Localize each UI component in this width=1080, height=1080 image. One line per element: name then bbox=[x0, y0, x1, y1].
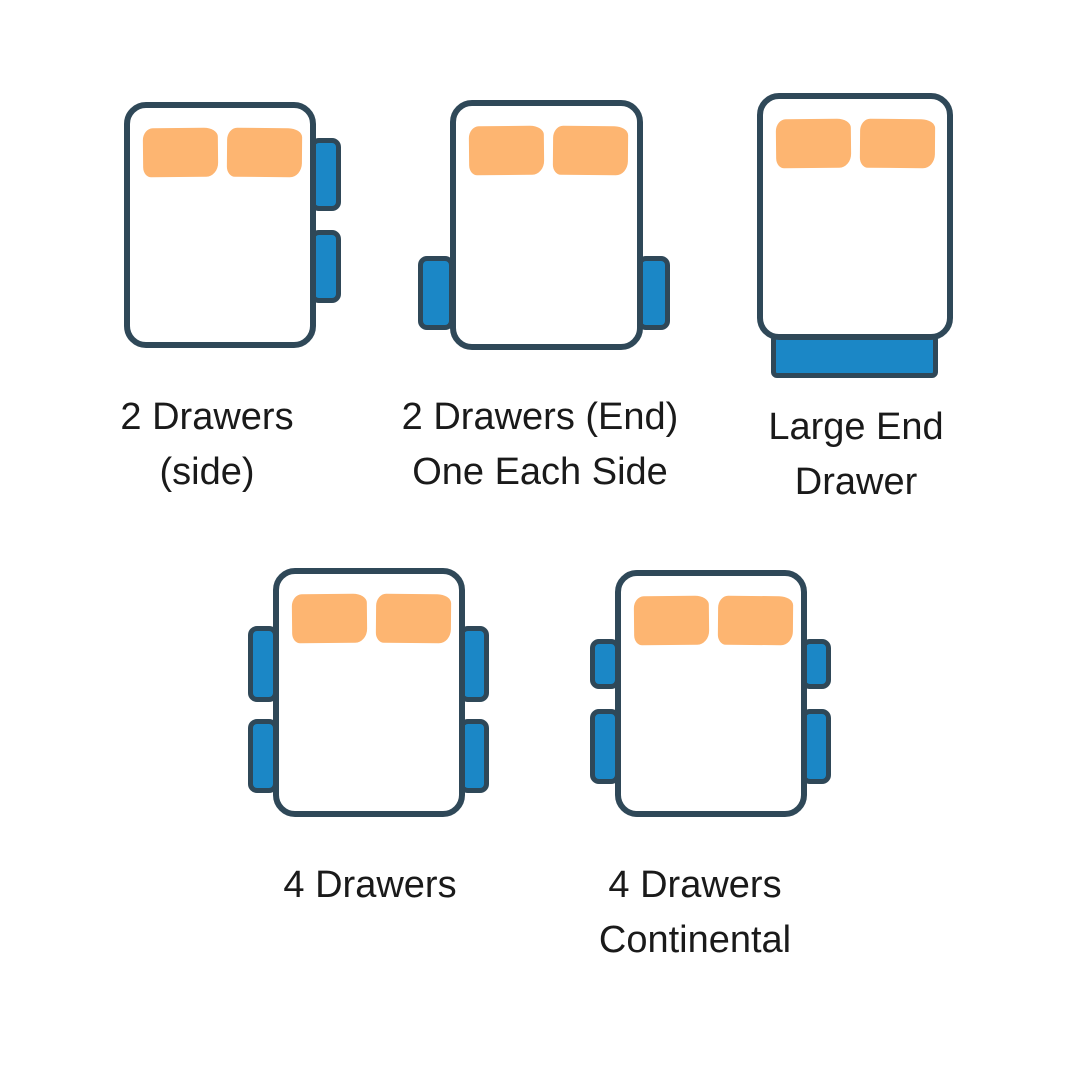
figure-label: Large End Drawer bbox=[696, 400, 1016, 510]
figure-label: 2 Drawers (End) One Each Side bbox=[380, 390, 700, 500]
pillow-icon bbox=[468, 125, 545, 176]
drawer-icon bbox=[771, 334, 938, 378]
figure-label-line: (side) bbox=[159, 451, 255, 493]
figure-label-line: 4 Drawers bbox=[283, 864, 457, 906]
pillow-icon bbox=[775, 118, 852, 169]
pillow-icon bbox=[291, 593, 368, 644]
figure-label-line: 2 Drawers bbox=[120, 396, 294, 438]
figure-label: 4 Drawers bbox=[210, 858, 530, 913]
pillow-icon bbox=[633, 595, 710, 646]
bed-icon bbox=[615, 570, 807, 817]
bed-icon bbox=[273, 568, 465, 817]
figure-label-line: Drawer bbox=[794, 461, 918, 503]
bed-icon bbox=[757, 93, 953, 340]
pillow-icon bbox=[226, 127, 303, 178]
figure-label-line: 2 Drawers (End) bbox=[401, 396, 679, 438]
figure-label-line: One Each Side bbox=[412, 451, 668, 493]
bed-icon bbox=[450, 100, 643, 350]
figure-label-line: 4 Drawers bbox=[608, 864, 782, 906]
drawer-icon bbox=[418, 256, 454, 330]
pillow-icon bbox=[552, 125, 629, 176]
pillow-icon bbox=[142, 127, 219, 178]
pillow-icon bbox=[717, 595, 794, 646]
figure-label-line: Large End bbox=[768, 406, 944, 448]
pillow-icon bbox=[375, 593, 452, 644]
figure-label: 4 Drawers Continental bbox=[535, 858, 855, 968]
bed-icon bbox=[124, 102, 316, 348]
pillow-icon bbox=[859, 118, 936, 169]
figure-label: 2 Drawers (side) bbox=[47, 390, 367, 500]
figure-label-line: Continental bbox=[598, 919, 792, 961]
